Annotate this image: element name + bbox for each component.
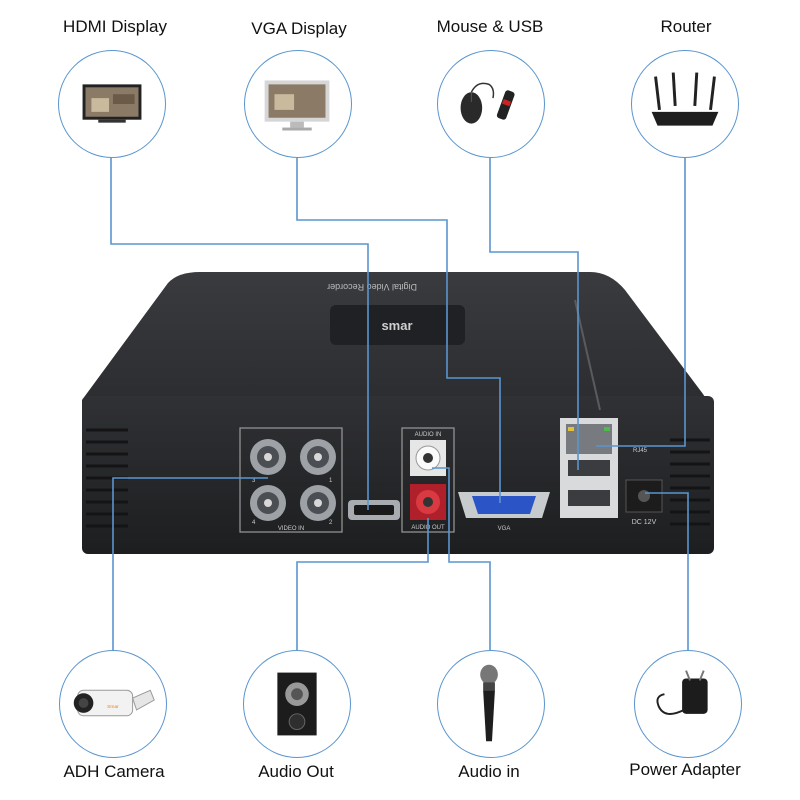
mouse-usb-bubble <box>437 50 545 158</box>
ch4-label: 4 <box>252 520 256 526</box>
mouse-icon <box>460 82 515 124</box>
ch2-label: 2 <box>329 520 333 526</box>
brand-logo: smar <box>381 318 412 333</box>
vent-right <box>670 438 710 526</box>
router-icon <box>651 72 719 126</box>
logo-plate <box>330 305 465 345</box>
wire-camera <box>112 477 268 650</box>
hdmi-port-slot <box>354 505 394 515</box>
video-in-frame <box>239 427 343 533</box>
hdmi-display-bubble <box>58 50 166 158</box>
audio-in-label: AUDIO IN <box>415 432 442 438</box>
led-yellow <box>568 427 574 431</box>
wire-vga <box>296 158 501 503</box>
audio-in-port[interactable] <box>410 440 446 476</box>
wire-power <box>645 492 689 650</box>
microphone-icon <box>480 664 498 742</box>
dvr-rear-panel <box>82 396 714 554</box>
power-adapter-icon <box>656 670 708 715</box>
dc-pin <box>638 490 650 502</box>
camera-icon: Smar <box>73 689 155 717</box>
vga-port[interactable] <box>458 492 550 518</box>
label-audio-out: Audio Out <box>258 762 334 781</box>
edge-highlight <box>574 299 601 411</box>
vga-label: VGA <box>498 526 511 532</box>
wire-mouse-usb <box>489 158 579 470</box>
vga-display-bubble <box>244 50 352 158</box>
router-bubble <box>631 50 739 158</box>
video-in-label: VIDEO IN <box>278 526 304 532</box>
ch1-label: 1 <box>329 478 333 484</box>
rj45-label: RJ45 <box>633 448 648 454</box>
usb-port-1[interactable] <box>568 460 610 476</box>
audio-in-bubble <box>437 650 545 758</box>
led-green <box>604 427 610 431</box>
tv-icon <box>82 84 142 123</box>
adh-camera-bubble: Smar <box>59 650 167 758</box>
bnc-port-4[interactable] <box>250 485 286 521</box>
label-power-adapter: Power Adapter <box>629 760 741 779</box>
camera-brand: Smar <box>107 704 119 710</box>
label-mouse-usb: Mouse & USB <box>436 17 544 36</box>
usb-port-2[interactable] <box>568 490 610 506</box>
model-text: Digital Video Recorder <box>327 282 417 292</box>
label-adh-camera: ADH Camera <box>63 762 165 781</box>
label-audio-in: Audio in <box>458 762 520 781</box>
bnc-port-2[interactable] <box>300 485 336 521</box>
monitor-icon <box>264 80 330 131</box>
wire-audio-in <box>432 467 491 650</box>
power-adapter-bubble <box>634 650 742 758</box>
audio-out-bubble <box>243 650 351 758</box>
bnc-port-3[interactable] <box>250 439 286 475</box>
audio-out-port[interactable] <box>410 484 446 520</box>
label-vga-display: VGA Display <box>251 19 347 38</box>
dc-label: DC 12V <box>632 519 657 526</box>
dvr-unit: smar Digital Video Recorder 3 1 4 2 VIDE… <box>82 272 714 554</box>
wire-hdmi <box>110 158 369 510</box>
label-hdmi-display: HDMI Display <box>63 17 167 36</box>
wire-audio-out <box>296 518 429 650</box>
label-router: Router <box>660 17 712 36</box>
speaker-icon <box>277 672 317 736</box>
ch3-label: 3 <box>252 478 256 484</box>
bnc-port-1[interactable] <box>300 439 336 475</box>
wire-router <box>596 158 686 447</box>
